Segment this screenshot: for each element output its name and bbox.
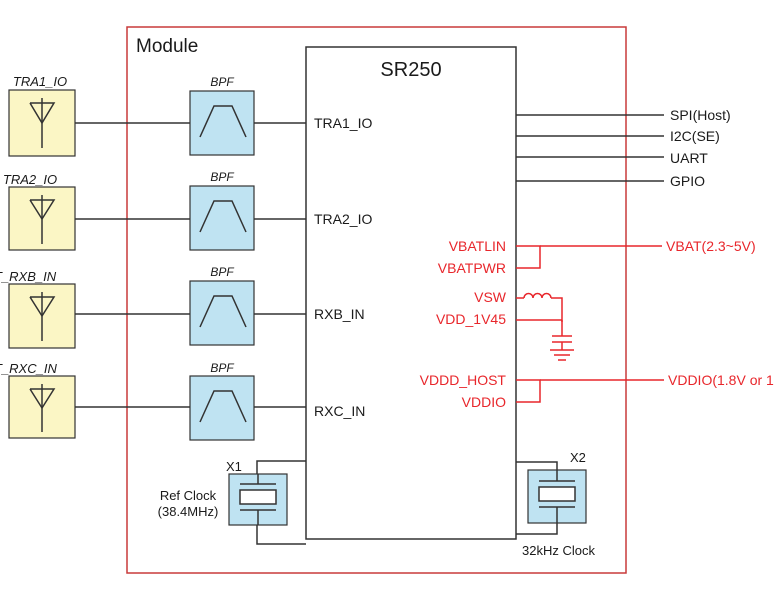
rf-chain-4: T_RXC_IN BPF RXC_IN (0, 361, 365, 441)
bandpass-filter-icon (199, 200, 247, 233)
antenna-icon (29, 98, 56, 148)
module-label: Module (136, 36, 198, 57)
antenna-label-3: T_RXB_IN (0, 269, 57, 284)
rf-pin-3: RXB_IN (314, 306, 365, 322)
pin-vbatlin: VBATLIN (449, 238, 506, 254)
filter-label-4: BPF (210, 361, 234, 375)
supply-vbat: VBAT(2.3~5V) (666, 238, 756, 254)
antenna-label-1: TRA1_IO (13, 74, 67, 89)
rf-chain-1: TRA1_IO BPF TRA1_IO (8, 74, 372, 157)
crystal-icon (538, 470, 576, 523)
rf-chain-3: T_RXB_IN BPF RXB_IN (0, 265, 365, 349)
interface-uart: UART (670, 150, 708, 166)
filter-label-3: BPF (210, 265, 234, 279)
bandpass-filter-icon (199, 295, 247, 328)
chip-name: SR250 (380, 59, 441, 81)
crystal-x1-label-2: (38.4MHz) (158, 504, 219, 519)
ground-icon (550, 349, 574, 361)
antenna-label-4: T_RXC_IN (0, 361, 57, 376)
capacitor-icon (552, 335, 572, 343)
inductor-icon (523, 292, 552, 299)
sr250-chip (305, 46, 517, 540)
crystal-x2-label: 32kHz Clock (522, 543, 595, 558)
vbat-power-group: VBATLIN VBATPWR VBAT(2.3~5V) (438, 238, 756, 276)
pin-vsw: VSW (474, 289, 507, 305)
filter-label-1: BPF (210, 75, 234, 89)
crystal-x1-label-1: Ref Clock (160, 488, 217, 503)
bandpass-filter-icon (199, 390, 247, 423)
crystal-x1-designator: X1 (226, 459, 242, 474)
bpf-box-4 (189, 375, 255, 441)
interface-spi: SPI(Host) (670, 107, 731, 123)
bpf-box-2 (189, 185, 255, 251)
pin-vddd-host: VDDD_HOST (420, 372, 507, 388)
pin-vddio: VDDIO (462, 394, 506, 410)
module-boundary (126, 26, 627, 574)
filter-label-2: BPF (210, 170, 234, 184)
bandpass-filter-icon (199, 105, 247, 138)
interface-gpio: GPIO (670, 173, 705, 189)
antenna-label-2: TRA2_IO (3, 172, 57, 187)
pin-vdd-1v45: VDD_1V45 (436, 311, 506, 327)
rf-pin-2: TRA2_IO (314, 211, 372, 227)
pin-vbatpwr: VBATPWR (438, 260, 506, 276)
bpf-box-3 (189, 280, 255, 346)
rf-pin-4: RXC_IN (314, 403, 365, 419)
crystal-x1: X1 Ref Clock (38.4MHz) (158, 459, 306, 545)
crystal-x2: X2 32kHz Clock (516, 450, 595, 558)
vddio-power-group: VDDD_HOST VDDIO VDDIO(1.8V or 1 (420, 372, 774, 410)
crystal-x2-designator: X2 (570, 450, 586, 465)
interface-i2c: I2C(SE) (670, 128, 720, 144)
digital-interfaces: SPI(Host) I2C(SE) UART GPIO (516, 107, 731, 189)
antenna-icon (29, 292, 56, 341)
antenna-icon (29, 195, 56, 244)
rf-pin-1: TRA1_IO (314, 115, 372, 131)
bpf-box-1 (189, 90, 255, 156)
buck-regulator-group: VSW VDD_1V45 (436, 289, 574, 361)
crystal-icon (239, 474, 277, 525)
rf-chain-2: TRA2_IO BPF TRA2_IO (3, 170, 372, 251)
supply-vddio: VDDIO(1.8V or 1 (668, 372, 774, 388)
antenna-icon (29, 384, 56, 432)
